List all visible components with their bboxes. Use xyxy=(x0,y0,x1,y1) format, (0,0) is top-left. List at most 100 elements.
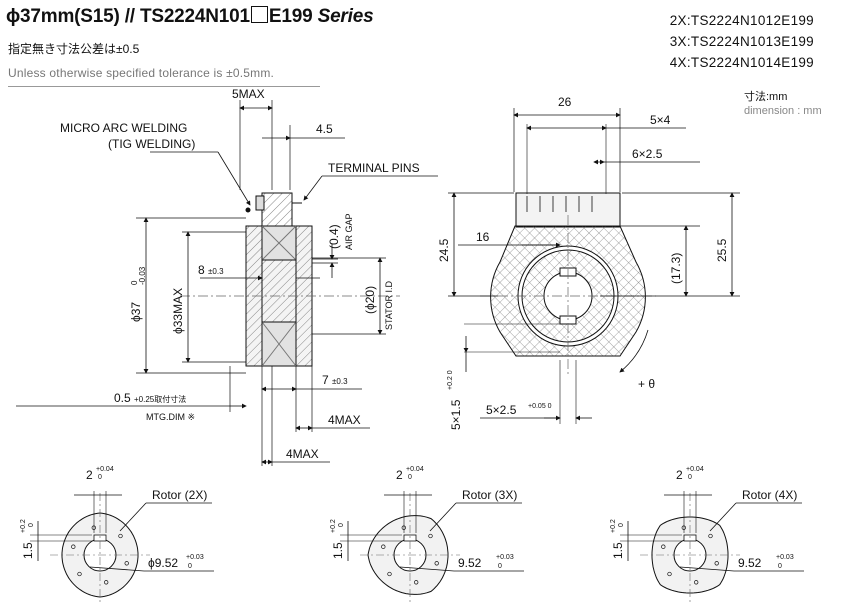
rotor-bore-tol-upper: +0.03 xyxy=(776,554,794,561)
rotor-width-value: 2 xyxy=(676,468,683,482)
rotor-hole xyxy=(414,580,419,585)
winding-bottom-mark-b xyxy=(261,321,297,367)
title-main: ϕ37mm(S15) // TS2224N101 xyxy=(6,6,250,27)
rotor-bore-tol-lower: 0 xyxy=(498,563,502,570)
callout-micro-arc: MICRO ARC WELDING xyxy=(60,121,187,135)
dim-5x4: 5×4 xyxy=(650,113,671,127)
dim-26: 26 xyxy=(558,95,572,109)
dim-8-tol: ±0.3 xyxy=(208,267,224,276)
rotor-height-tol-lower: 0 xyxy=(618,523,625,527)
rotor-bore-tol-lower: 0 xyxy=(188,563,192,570)
rotor-height-tol-upper: +0.2 xyxy=(20,519,27,533)
rotor-width-tol-upper: +0.04 xyxy=(406,466,424,473)
stator-id-label: STATOR I.D xyxy=(384,280,394,330)
tolerance-note-jp: 指定無き寸法公差は±0.5 xyxy=(8,42,140,56)
rotor-hole xyxy=(118,533,123,539)
tolerance-note-en: Unless otherwise specified tolerance is … xyxy=(8,66,275,80)
variant-list: 2X:TS2224N1012E199 3X:TS2224N1013E199 4X… xyxy=(670,10,814,73)
rotor-bore-tol-upper: +0.03 xyxy=(186,554,204,561)
variant-3x: 3X:TS2224N1013E199 xyxy=(669,34,814,49)
callout-tig: (TIG WELDING) xyxy=(108,137,195,151)
dim-keyway-height-tol: +0.2 0 xyxy=(447,370,454,390)
dim-16: 16 xyxy=(476,230,490,244)
rotor-width-tol-upper: +0.04 xyxy=(96,466,114,473)
winding-top-mark-b xyxy=(261,225,297,261)
title-suffix: E199 xyxy=(268,6,313,27)
dim-24-5: 24.5 xyxy=(437,238,451,262)
rotor-hole xyxy=(387,571,392,577)
rotor-label-leader xyxy=(709,502,737,532)
rotation-label: + θ xyxy=(638,377,655,391)
dim-4max-a: 4MAX xyxy=(328,413,361,427)
rotor-height-value: 1.5 xyxy=(611,542,625,559)
callout-terminal-pins: TERMINAL PINS xyxy=(328,161,420,175)
rotor-hole xyxy=(708,533,713,539)
rotor-height-value: 1.5 xyxy=(21,542,35,559)
units-label: 寸法:mm dimension : mm xyxy=(744,90,822,118)
air-gap-value: (0.4) xyxy=(327,224,341,249)
rotor-section xyxy=(261,259,297,323)
side-view xyxy=(16,100,438,466)
rotor-hole xyxy=(661,544,666,549)
rotor-hole xyxy=(694,580,699,585)
mtg-dim: MTG.DIM ※ xyxy=(146,412,195,422)
rotor-label: Rotor (2X) xyxy=(152,488,207,502)
terminal-block xyxy=(261,192,293,227)
dim-4-5: 4.5 xyxy=(316,122,333,136)
rotor-label: Rotor (3X) xyxy=(462,488,517,502)
dim-4max-b: 4MAX xyxy=(286,447,319,461)
front-view-labels: 26 5×4 6×2.5 24.5 16 (17.3) 25.5 + θ 5×1… xyxy=(437,95,729,430)
rotor-hole xyxy=(428,533,433,539)
dim-7: 7 xyxy=(322,373,329,387)
rotor-hole xyxy=(104,580,109,585)
rotor-width-tol-lower: 0 xyxy=(408,474,412,481)
side-view-labels: 5MAX 4.5 MICRO ARC WELDING (TIG WELDING)… xyxy=(60,87,420,461)
front-view xyxy=(448,108,740,424)
rotor-width-tol-lower: 0 xyxy=(98,474,102,481)
dim-7-tol: ±0.3 xyxy=(332,377,348,386)
mtg-tolerance: 0.5 xyxy=(114,391,131,405)
placeholder-box-icon xyxy=(250,6,268,23)
rotor-hole xyxy=(124,561,129,566)
rotor-height-value: 1.5 xyxy=(331,542,345,559)
rotor-height-tol-upper: +0.2 xyxy=(610,519,617,533)
air-gap-label: AIR GAP xyxy=(344,213,354,250)
dim-6x2-5: 6×2.5 xyxy=(632,147,663,161)
dim-8: 8 xyxy=(198,263,205,277)
rotor-hole xyxy=(381,544,386,549)
rotor-width-value: 2 xyxy=(86,468,93,482)
dim-keyway-width-tol: +0.05 0 xyxy=(528,403,552,410)
rotor-bore-leader xyxy=(679,566,735,572)
rotor-bore-tol-upper: +0.03 xyxy=(496,554,514,561)
dim-phi37: ϕ37 xyxy=(129,302,143,322)
dim-keyway-height: 5×1.5 xyxy=(449,399,463,430)
dim-phi37-lower: -0.03 xyxy=(138,266,147,285)
weld-point xyxy=(255,195,265,211)
page-title: ϕ37mm(S15) // TS2224N101 E199 Series xyxy=(6,6,374,28)
dim-keyway-width: 5×2.5 xyxy=(486,403,517,417)
rotor-hole xyxy=(714,561,719,566)
rotor-bore-value: 9.52 xyxy=(458,556,482,570)
rotor-label-leader xyxy=(119,502,147,532)
dim-17-3: (17.3) xyxy=(669,253,683,284)
rotor-label-leader xyxy=(429,502,457,532)
rotor-hole xyxy=(434,561,439,566)
stator-id-value: (ϕ20) xyxy=(363,286,377,314)
rotor-hole xyxy=(667,571,672,577)
rotor-bore-value: 9.52 xyxy=(738,556,762,570)
rotor-bore-leader xyxy=(399,566,455,572)
dim-phi37-upper: 0 xyxy=(130,280,139,285)
rotor-bore-value: ϕ9.52 xyxy=(148,556,178,570)
title-series: Series xyxy=(317,6,374,27)
dim-phi33: ϕ33MAX xyxy=(171,288,185,334)
rotor-height-tol-lower: 0 xyxy=(28,523,35,527)
dim-25-5: 25.5 xyxy=(715,238,729,262)
rotor-width-value: 2 xyxy=(396,468,403,482)
rotor-hole xyxy=(77,571,82,577)
variant-4x: 4X:TS2224N1014E199 xyxy=(669,55,814,70)
units-en: dimension : mm xyxy=(744,105,822,117)
